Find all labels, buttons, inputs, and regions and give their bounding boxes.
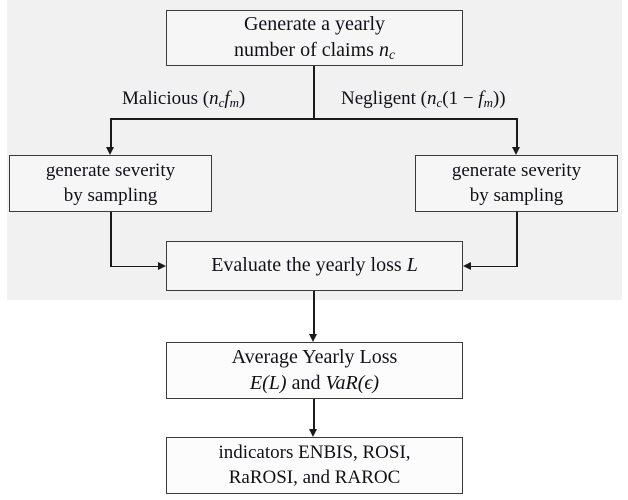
arrowhead-into-severity-left — [106, 147, 114, 155]
connector-stem-from-generate — [313, 66, 315, 118]
connector-right-branch-down — [516, 118, 518, 147]
node-average-loss-line1: Average Yearly Loss — [231, 345, 398, 368]
node-severity-right-line1: generate severity — [451, 160, 582, 182]
connector-average-to-indicators — [313, 399, 315, 429]
node-indicators: indicators ENBIS, ROSI, RaROSI, and RARO… — [166, 437, 463, 494]
node-generate-claims-line1: Generate a yearly — [243, 13, 385, 36]
node-severity-right-line2: by sampling — [469, 184, 564, 206]
node-indicators-line2: RaROSI, and RAROC — [228, 466, 401, 488]
node-severity-right: generate severity by sampling — [415, 155, 618, 212]
connector-severity-right-down — [516, 212, 518, 267]
node-severity-left-line2: by sampling — [63, 184, 158, 206]
node-evaluate-loss-line1: Evaluate the yearly loss L — [211, 254, 418, 277]
node-evaluate-loss: Evaluate the yearly loss L — [166, 241, 463, 291]
node-average-loss-line2: E(L) and VaR(ϵ) — [249, 371, 380, 394]
connector-severity-left-down — [110, 212, 112, 267]
edge-label-negligent: Negligent (nc(1 − fm)) — [341, 88, 506, 110]
node-indicators-line1: indicators ENBIS, ROSI, — [218, 442, 411, 464]
arrowhead-into-evaluate-right — [463, 262, 471, 270]
node-generate-claims-line2: number of claims nc — [233, 39, 395, 62]
connector-severity-left-to-evaluate — [110, 265, 158, 268]
connector-evaluate-to-average — [313, 291, 315, 334]
connector-left-branch-down — [110, 118, 112, 147]
arrowhead-into-average-loss — [309, 334, 317, 342]
connector-severity-right-to-evaluate — [471, 265, 517, 268]
node-severity-left: generate severity by sampling — [9, 155, 212, 212]
node-average-loss: Average Yearly Loss E(L) and VaR(ϵ) — [166, 342, 463, 399]
node-severity-left-line1: generate severity — [45, 160, 176, 182]
node-generate-claims: Generate a yearly number of claims nc — [166, 10, 463, 66]
arrowhead-into-severity-right — [512, 147, 520, 155]
arrowhead-into-indicators — [309, 429, 317, 437]
connector-split-bar — [110, 118, 517, 120]
edge-label-malicious: Malicious (ncfm) — [122, 88, 246, 110]
arrowhead-into-evaluate-left — [158, 262, 166, 270]
